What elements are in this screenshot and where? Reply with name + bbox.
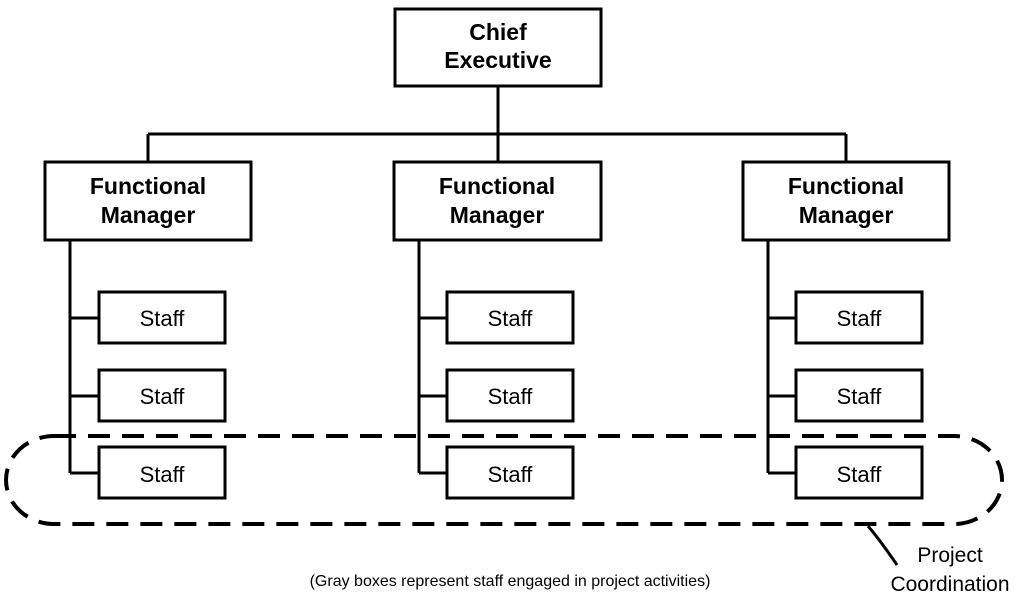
- project-coordination-leader: [866, 525, 899, 566]
- manager-1-line2: Manager: [101, 202, 196, 228]
- manager-1-line1: Functional: [90, 173, 206, 199]
- staff-box-3-2-rect: [794, 368, 924, 423]
- staff-label-2-1: Staff: [488, 306, 534, 331]
- staff-box-1-2-rect: [97, 368, 227, 423]
- staff-label-2-2: Staff: [488, 384, 534, 409]
- staff-box-3-3: Staff: [794, 445, 924, 500]
- staff-label-1-3: Staff: [140, 462, 186, 487]
- staff-label-1-2: Staff: [140, 384, 186, 409]
- staff-box-1-3: Staff: [97, 445, 227, 500]
- staff-box-3-1-rect: [794, 290, 924, 345]
- staff-label-3-3: Staff: [837, 462, 883, 487]
- staff-box-2-1: Staff: [445, 290, 575, 345]
- staff-box-2-2-rect: [445, 368, 575, 423]
- staff-label-3-1: Staff: [837, 306, 883, 331]
- staff-box-3-1: Staff: [794, 290, 924, 345]
- chief-executive-line1: Chief: [469, 19, 527, 45]
- staff-box-2-3-rect: [445, 445, 575, 500]
- staff-box-1-1-rect: [97, 290, 227, 345]
- functional-manager-box-3: Functional Manager: [741, 160, 951, 242]
- project-coordination-label-line2: Coordination: [890, 573, 1009, 596]
- staff-label-2-3: Staff: [488, 462, 534, 487]
- project-coordination-boundary: [4, 434, 1004, 526]
- staff-label-1-1: Staff: [140, 306, 186, 331]
- project-coordination-label-line1: Project: [917, 544, 983, 567]
- staff-box-2-1-rect: [445, 290, 575, 345]
- chief-executive-line2: Executive: [444, 47, 551, 73]
- staff-box-2-2: Staff: [445, 368, 575, 423]
- staff-box-3-3-rect: [794, 445, 924, 500]
- staff-box-1-2: Staff: [97, 368, 227, 423]
- staff-box-1-3-rect: [97, 445, 227, 500]
- functional-manager-box-2: Functional Manager: [392, 160, 603, 242]
- manager-3-line1: Functional: [788, 173, 904, 199]
- staff-box-1-1: Staff: [97, 290, 227, 345]
- manager-2-line2: Manager: [450, 202, 545, 228]
- manager-3-line2: Manager: [799, 202, 894, 228]
- footnote: (Gray boxes represent staff engaged in p…: [310, 573, 711, 590]
- manager-2-line1: Functional: [439, 173, 555, 199]
- functional-manager-box-1: Functional Manager: [43, 160, 253, 242]
- staff-box-2-3: Staff: [445, 445, 575, 500]
- chief-executive-box: Chief Executive: [393, 7, 603, 88]
- staff-label-3-2: Staff: [837, 384, 883, 409]
- staff-box-3-2: Staff: [794, 368, 924, 423]
